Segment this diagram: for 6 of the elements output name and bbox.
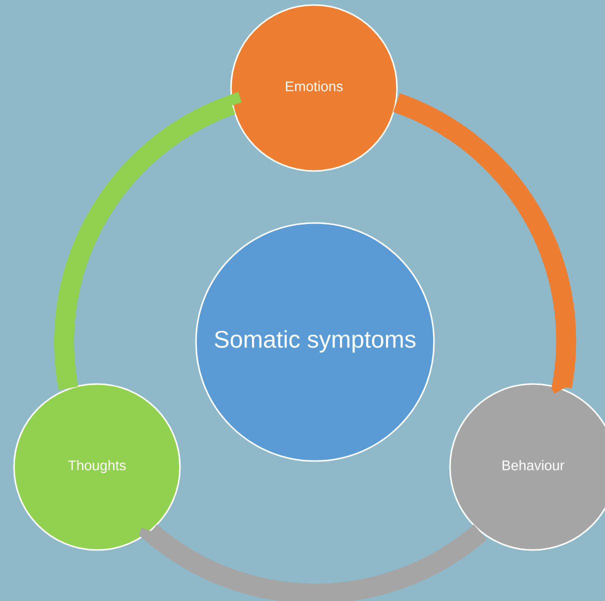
circle-node: Behaviour: [449, 383, 605, 551]
circle-node: Thoughts: [13, 383, 181, 551]
circle-node: Emotions: [230, 4, 398, 172]
circle-node: Somatic symptoms: [195, 222, 435, 462]
ring-arc: [140, 522, 486, 601]
ring-arc: [54, 94, 242, 390]
